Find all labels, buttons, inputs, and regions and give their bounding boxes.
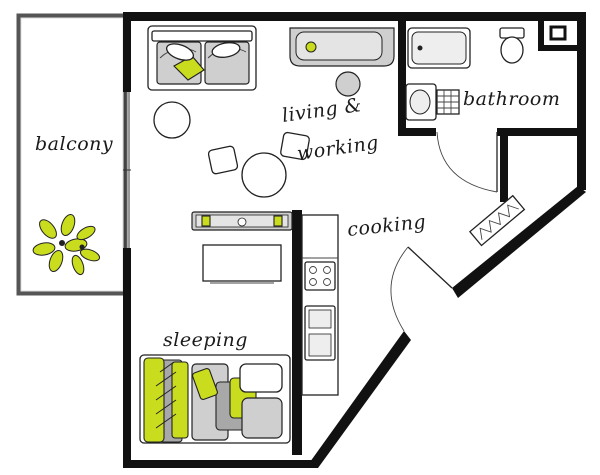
bed-icon [139, 354, 291, 444]
sink-icon [289, 27, 395, 67]
walls [123, 12, 586, 468]
table-icon [241, 152, 287, 198]
door-icon [436, 131, 498, 193]
desk-icon [191, 211, 293, 231]
sleeping-label: sleeping [163, 329, 248, 351]
balcony-label: balcony [35, 133, 113, 155]
cooking-label: cooking [346, 211, 427, 241]
table-icon [153, 101, 191, 139]
toilet-icon [499, 27, 525, 64]
living-label-line1: living & [281, 94, 364, 127]
window [123, 92, 131, 248]
plant-icon [32, 213, 101, 276]
stove-icon [304, 261, 336, 291]
chair-icon [335, 71, 361, 97]
bathroom-label: bathroom [463, 88, 560, 110]
radiator-icon [202, 244, 282, 284]
sofa-icon [147, 25, 257, 91]
washbasin-icon [405, 83, 437, 121]
door-icon [390, 246, 453, 332]
chair-icon [207, 131, 310, 175]
kitchen-counter [301, 214, 339, 396]
radiator-icon [468, 194, 526, 247]
sink-icon [304, 305, 336, 361]
bathtub-icon [407, 27, 471, 69]
shower-drain-icon [436, 89, 460, 115]
